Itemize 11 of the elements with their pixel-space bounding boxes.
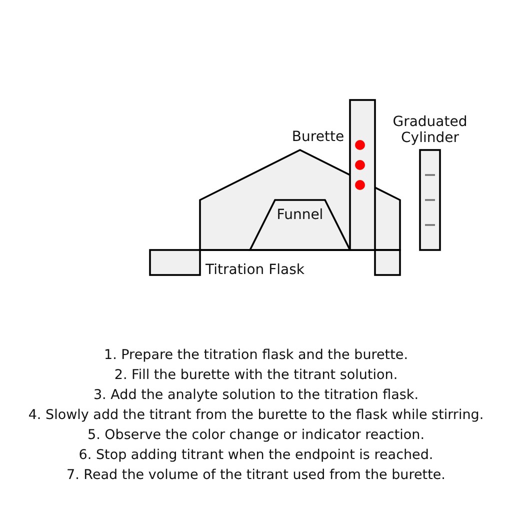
part-label: Funnel (276, 207, 324, 223)
part-label: Graduated Cylinder (392, 114, 468, 146)
part-label: Titration Flask (205, 262, 305, 278)
step-text: 7. Read the volume of the titrant used from the burette. (66, 466, 446, 485)
step-text: 4. Slowly add the titrant from the burette to the flask while stirring. (27, 406, 485, 425)
step-text: 2. Fill the burette with the titrant solution. (113, 366, 399, 385)
step-text: 6. Stop adding titrant when the endpoint is reached. (78, 446, 434, 465)
step-text: 1. Prepare the titration flask and the burette. (102, 346, 409, 365)
part-label: Burette (292, 129, 344, 145)
step-text: 3. Add the analyte solution to the titration flask. (92, 386, 420, 405)
step-text: 5. Observe the color change or indicator reaction. (86, 426, 426, 445)
